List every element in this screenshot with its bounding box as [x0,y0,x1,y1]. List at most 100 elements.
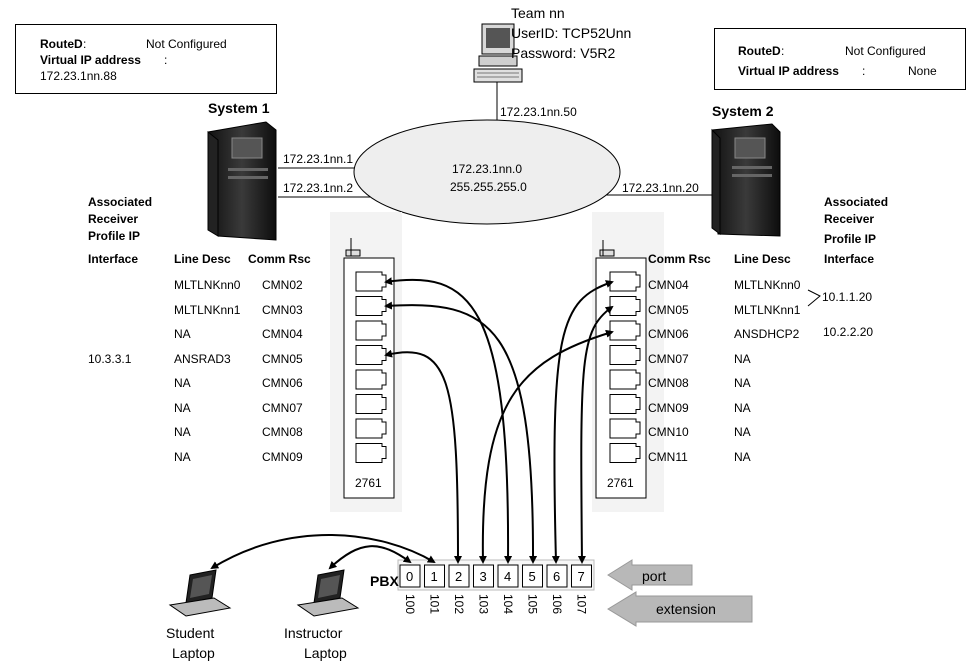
extension-arrow-label: extension [656,601,716,617]
system1-server-icon[interactable] [207,121,277,241]
system1-row-comm-rsc: CMN06 [262,376,303,390]
pbx-extension-number: 100 [403,594,417,615]
system2-line-desc-header: Line Desc [734,252,791,266]
pbx-port[interactable] [522,564,543,588]
system1-comm-rsc-header: Comm Rsc [248,252,311,266]
pbx-port-number: 0 [406,569,414,584]
system1-row-comm-rsc: CMN09 [262,449,303,464]
system1-routed-label: RouteD [40,37,83,51]
system2-card-label: 2761 [607,476,634,490]
system2-routed-value: Not Configured [845,44,926,58]
adapter-port[interactable] [355,369,387,390]
cable-cmn03-port5 [384,301,538,564]
system2-row-line-desc: NA [734,351,751,366]
system2-vip-label: Virtual IP address [738,64,839,78]
system1-assoc-heading-1: Associated [88,195,153,209]
system1-assoc-heading-2: Receiver [88,212,139,226]
pbx-port[interactable] [497,564,519,588]
pbx-port-number: 3 [479,569,487,584]
system1-row-line-desc: NA [174,425,191,439]
system1-row-line-desc: NA [174,449,191,464]
pbx-port-number: 7 [577,569,585,584]
pbx-port-number: 5 [528,569,536,584]
system1-row-comm-rsc: CMN07 [262,400,303,415]
pbx-device[interactable] [397,559,595,591]
system1-adapter-card[interactable] [330,212,402,512]
system1-vip-label: Virtual IP address [40,53,141,67]
adapter-port[interactable] [609,443,641,463]
team-computer-icon[interactable] [473,23,523,83]
team-userid: UserID: TCP52Unn [511,25,632,41]
pbx-port[interactable] [571,564,592,588]
system1-assoc-heading-4: Interface [88,252,139,266]
system2-row-comm-rsc: CMN07 [648,351,689,366]
cables [210,277,614,570]
pbx-port-number: 1 [430,569,438,584]
pbx-port[interactable] [448,564,470,588]
adapter-port[interactable] [609,394,641,414]
adapter-port[interactable] [355,320,387,341]
system2-row-line-desc: MLTLNKnn0 [734,278,801,292]
system2-title: System 2 [712,103,774,119]
system1-row-line-desc: NA [174,327,191,341]
instructor-laptop-label-2: Laptop [304,645,347,661]
adapter-port[interactable] [609,369,641,390]
pbx-extension-number: 102 [452,594,466,615]
system2-row-line-desc: NA [734,449,751,464]
system1-ip1: 172.23.1nn.1 [283,152,354,166]
system1-title: System 1 [208,100,270,116]
cable-cmn06s2-port3 [478,329,614,564]
team-password: Password: V5R2 [511,45,616,61]
system2-row-comm-rsc: CMN06 [648,327,689,341]
adapter-port[interactable] [355,296,387,316]
adapter-port[interactable] [355,271,387,292]
system2-assoc-heading-2: Receiver [824,212,875,226]
system2-row-comm-rsc: CMN08 [648,376,689,390]
cable-student-port1 [210,534,436,570]
system2-row-line-desc: NA [734,425,751,439]
port-arrow [607,559,693,591]
system2-row-line-desc: NA [734,400,751,415]
system1-row-line-desc: MLTLNKnn1 [174,302,241,317]
adapter-port[interactable] [355,345,387,365]
cable-instructor-port0 [328,545,412,570]
system1-row-comm-rsc: CMN04 [262,327,303,341]
system2-server-icon[interactable] [711,123,781,237]
network-mask: 255.255.255.0 [450,180,527,194]
system2-row-comm-rsc: CMN09 [648,400,689,415]
instructor-laptop-label-1: Instructor [284,625,343,641]
pbx-port[interactable] [473,564,494,588]
system2-ip-b: 10.2.2.20 [823,325,874,339]
system1-row-line-desc: NA [174,376,191,390]
system2-assoc-heading-3: Profile IP [824,232,877,246]
student-laptop-icon[interactable] [168,569,232,617]
adapter-port[interactable] [609,271,641,292]
adapter-port[interactable] [609,418,641,439]
adapter-port[interactable] [609,296,641,316]
network-ellipse [353,119,621,225]
pbx-port[interactable] [546,564,568,588]
port-arrow-label: port [642,568,667,584]
system1-row-comm-rsc: CMN05 [262,351,303,366]
adapter-port[interactable] [355,394,387,414]
system1-row-comm-rsc: CMN02 [262,278,303,292]
adapter-port[interactable] [609,320,641,341]
cable-cmn02-port4 [384,277,513,564]
system2-vip-value: None [908,64,937,78]
pbx-extension-number: 107 [574,594,589,615]
system1-row-line-desc: ANSRAD3 [174,351,231,366]
adapter-port[interactable] [609,345,641,365]
system1-line-desc-header: Line Desc [174,252,231,266]
pbx-port-number: 6 [553,569,561,584]
adapter-port[interactable] [355,418,387,439]
system2-ip-bracket [807,289,821,307]
team-address: 172.23.1nn.50 [500,105,577,119]
instructor-laptop-icon[interactable] [296,569,360,617]
system2-row-comm-rsc: CMN05 [648,302,689,317]
cable-cmn05-port2 [384,349,462,564]
network-address: 172.23.1nn.0 [452,162,523,176]
pbx-label: PBX [370,573,399,589]
system1-row-comm-rsc: CMN03 [262,302,303,317]
adapter-port[interactable] [355,443,387,463]
